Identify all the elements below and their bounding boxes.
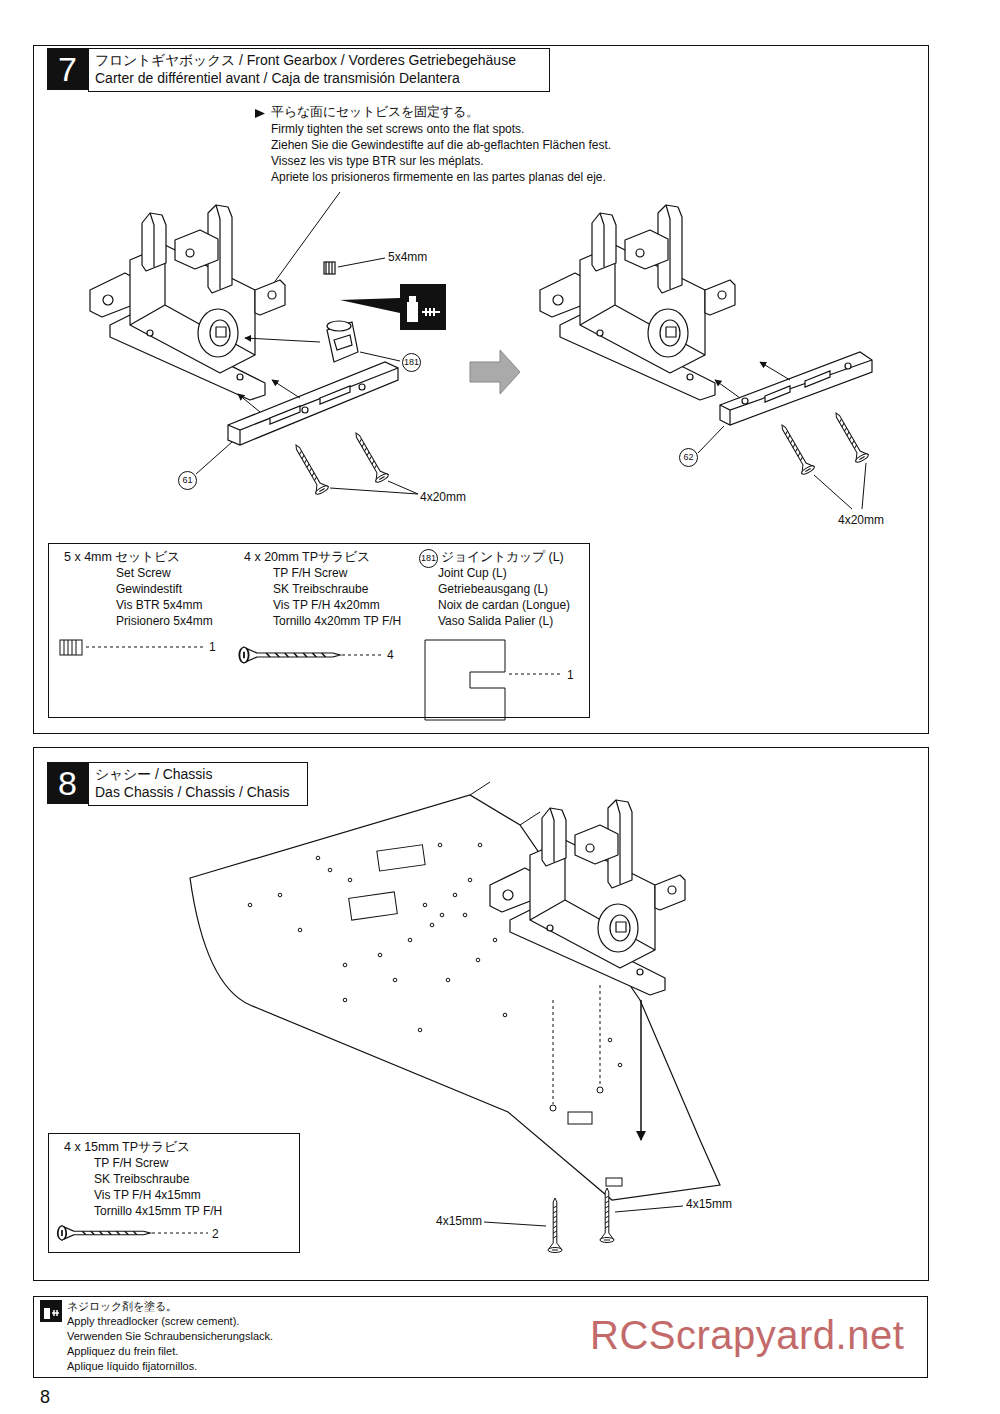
node-text: Getriebeausgang (L) (438, 582, 548, 597)
node-text: Set Screw (116, 566, 171, 581)
node-text: Vis BTR 5x4mm (116, 598, 202, 613)
node-text: Vaso Salida Palier (L) (438, 614, 553, 629)
node-text: Apply threadlocker (screw cement). (67, 1315, 239, 1329)
node-text: Appliquez du frein filet. (67, 1345, 178, 1359)
page-number: 8 (40, 1386, 50, 1409)
dimension-label: 5x4mm (388, 250, 427, 265)
node-text: Noix de cardan (Longue) (438, 598, 570, 613)
instruction-note: 平らな面にセットビスを固定する。 (271, 105, 479, 121)
node-text: 8 (48, 763, 87, 803)
parts-table: 5 x 4mm セットビスSet ScrewGewindestiftVis BT… (48, 543, 590, 718)
node-text: Joint Cup (L) (438, 566, 507, 581)
node-text: SK Treibschraube (273, 582, 368, 597)
node-text: Aplique líquido fijatornillos. (67, 1360, 197, 1374)
callout-number: 181 (402, 353, 421, 372)
node-text: シャシー / Chassis (95, 766, 212, 784)
node-text: 7 (48, 49, 87, 89)
dimension-label: 4x15mm (686, 1197, 732, 1212)
step-number: 8 (47, 762, 88, 804)
callout-number: 62 (679, 448, 698, 467)
node-text: SK Treibschraube (94, 1172, 189, 1187)
node-text: Gewindestift (116, 582, 182, 597)
dimension-label: 4x20mm (838, 513, 884, 528)
node-text: 4 (387, 648, 394, 663)
callout-number: 181 (419, 549, 438, 568)
step-number: 7 (47, 48, 88, 90)
node-text: Carter de différentiel avant / Caja de t… (95, 70, 460, 88)
instruction-note: Firmly tighten the set screws onto the f… (271, 122, 524, 137)
dimension-label: 4x20mm (420, 490, 466, 505)
node-text: Das Chassis / Chassis / Chasis (95, 784, 290, 802)
node-text: 5 x 4mm セットビス (64, 550, 180, 566)
node-text: Vis TP F/H 4x15mm (94, 1188, 201, 1203)
watermark: RCScrapyard.net (590, 1310, 904, 1360)
node-text: 1 (209, 640, 216, 655)
node-text: フロントギヤボックス / Front Gearbox / Vorderes Ge… (95, 52, 516, 70)
node-text: ネジロック剤を塗る。 (67, 1300, 177, 1314)
step-title: フロントギヤボックス / Front Gearbox / Vorderes Ge… (88, 48, 550, 92)
dimension-label: 4x15mm (436, 1214, 482, 1229)
instruction-note: Vissez les vis type BTR sur les méplats. (271, 154, 484, 169)
node-text: TP F/H Screw (94, 1156, 168, 1171)
instruction-note: Apriete los prisioneros firmemente en la… (271, 170, 606, 185)
step-title: シャシー / ChassisDas Chassis / Chassis / Ch… (88, 762, 308, 806)
node-text: 4 x 15mm TPサラビス (64, 1140, 190, 1156)
node-text: 4 x 20mm TPサラビス (244, 550, 370, 566)
node-text: 2 (212, 1227, 219, 1242)
node-text: Prisionero 5x4mm (116, 614, 213, 629)
instruction-note: Ziehen Sie die Gewindestifte auf die ab-… (271, 138, 611, 153)
parts-table: 4 x 15mm TPサラビスTP F/H ScrewSK Treibschra… (48, 1133, 300, 1253)
node-text: Vis TP F/H 4x20mm (273, 598, 380, 613)
node-text: 1 (567, 668, 574, 683)
node-text: ジョイントカップ (L) (441, 550, 564, 566)
node-text: Verwenden Sie Schraubensicherungslack. (67, 1330, 273, 1344)
node-text: Tornillo 4x15mm TP F/H (94, 1204, 222, 1219)
node-text: TP F/H Screw (273, 566, 347, 581)
callout-number: 61 (178, 471, 197, 490)
node-text: Tornillo 4x20mm TP F/H (273, 614, 401, 629)
